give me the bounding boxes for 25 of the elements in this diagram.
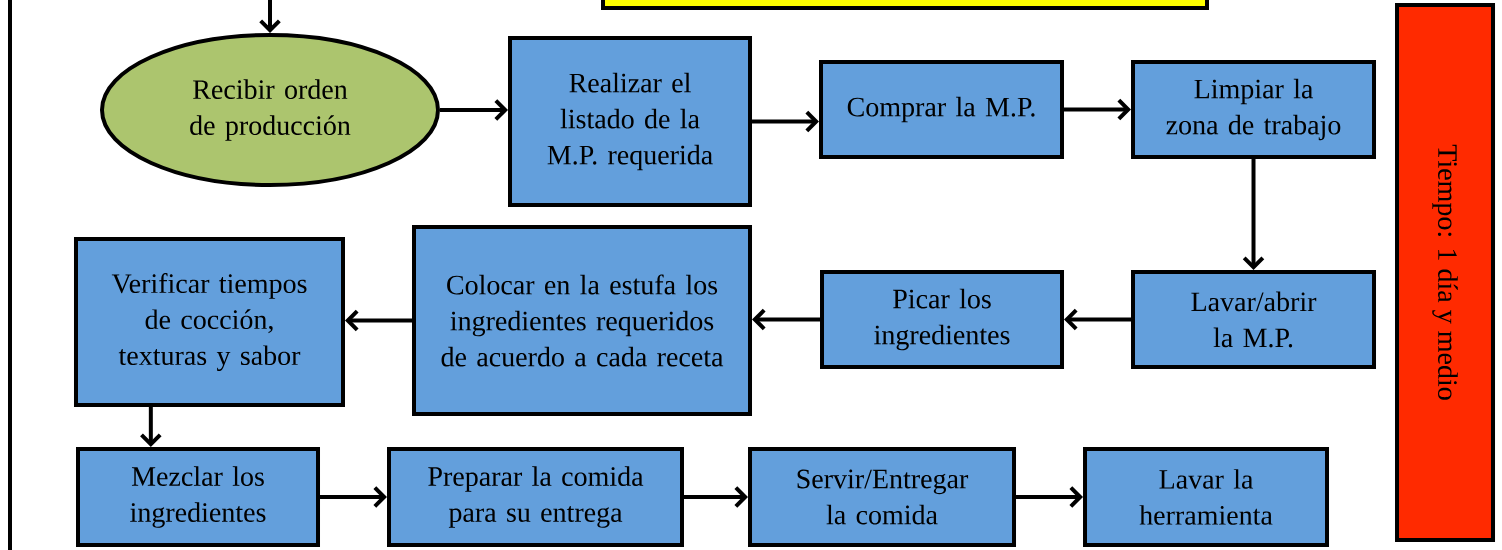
arrow (752, 110, 819, 133)
arrow (1064, 98, 1131, 121)
process-box: Mezclar los ingredientes (76, 447, 320, 547)
arrow (1064, 308, 1131, 331)
process-box: Servir/Entregar la comida (748, 447, 1016, 547)
arrow (140, 407, 162, 447)
process-box: Realizar el listado de la M.P. requerida (508, 36, 752, 207)
arrow (320, 486, 387, 508)
arrow (1242, 159, 1265, 270)
arrow (1016, 486, 1083, 508)
empty-box (601, 0, 1209, 10)
process-box: Limpiar la zona de trabajo (1131, 60, 1376, 159)
process-box: Preparar la comida para su entrega (387, 447, 684, 547)
time-box: Tiempo: 1 día y medio (1395, 3, 1495, 542)
process-box: Lavar la herramienta (1083, 447, 1329, 547)
process-box: Verificar tiempos de cocción, texturas y sabor (74, 237, 345, 407)
process-box: Comprar la M.P. (819, 60, 1064, 159)
process-box: Colocar en la estufa los ingredientes requeridos de acuerdo a cada receta (412, 225, 752, 416)
arrow (259, 0, 281, 33)
arrow (684, 486, 748, 508)
arrow (345, 309, 412, 332)
process-box: Picar los ingredientes (820, 270, 1064, 369)
process-box: Lavar/abrir la M.P. (1131, 270, 1376, 369)
arrow (752, 308, 820, 331)
arrow (440, 99, 508, 121)
